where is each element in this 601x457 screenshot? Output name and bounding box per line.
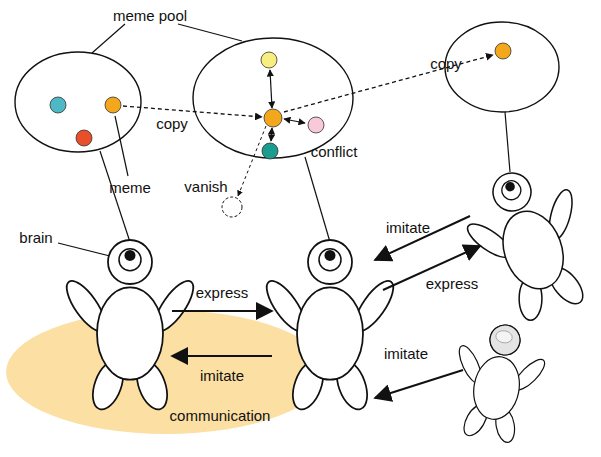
pool-label: meme pool [113, 8, 187, 25]
action-label: imitate [200, 368, 244, 385]
brain-label: brain [19, 230, 52, 247]
action-label: express [426, 276, 479, 293]
action-label: imitate [384, 346, 428, 363]
action-label: copy [430, 56, 462, 73]
action-label: express [196, 285, 249, 302]
band-text: communication [170, 407, 271, 424]
action-label: copy [156, 116, 188, 133]
action-label: vanish [184, 179, 227, 196]
meme-label: meme [109, 180, 151, 197]
action-label: conflict [311, 144, 358, 161]
action-label: imitate [386, 220, 430, 237]
